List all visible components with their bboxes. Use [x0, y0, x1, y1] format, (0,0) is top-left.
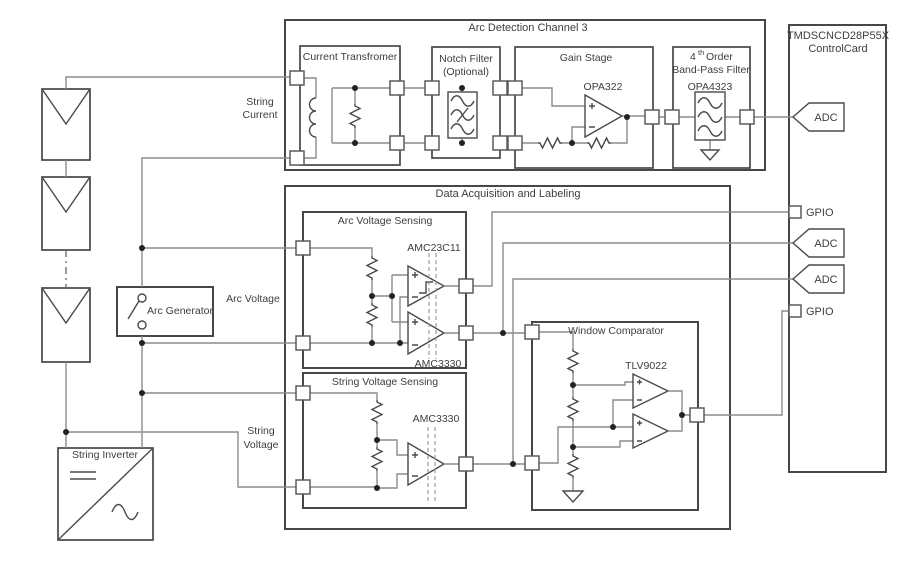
comparator-icon: [632, 372, 670, 410]
band-pass-filter-icon: [672, 91, 747, 162]
opa322-label: OPA322: [584, 81, 623, 93]
gain-stage-title: Gain Stage: [560, 52, 613, 64]
arc-voltage-sensing-box: [302, 211, 467, 369]
string-current-label-1: String: [246, 96, 274, 108]
gain-stage-box: [514, 46, 654, 169]
band-pass-filter-box: [672, 46, 751, 169]
bpf-title-2: Band-Pass Filter: [672, 64, 750, 76]
window-comparator-circuit: [532, 331, 697, 504]
string-voltage-sensing-title: String Voltage Sensing: [332, 376, 438, 388]
opa4323-label: OPA4323: [688, 81, 733, 93]
notch-filter-title-1: Notch Filter: [439, 53, 493, 65]
current-transformer-box: [299, 45, 401, 166]
string-inverter-title: String Inverter: [72, 449, 138, 461]
opamp-icon: [407, 310, 446, 356]
bpf-title-rest: Order: [706, 51, 733, 63]
junction-dots: [63, 85, 685, 491]
arc-generator-switch-icon: [127, 293, 147, 330]
gpio2-label: GPIO: [806, 306, 834, 318]
string-voltage-label-2: Voltage: [243, 439, 278, 451]
notch-filter-box: [431, 46, 501, 159]
arc-generator-box: [116, 286, 214, 337]
string-voltage-label-1: String: [247, 425, 275, 437]
window-comparator-title: Window Comparator: [568, 325, 664, 337]
adc1-label: ADC: [814, 112, 837, 124]
arc-generator-title: Arc Generator: [147, 305, 213, 317]
ground-icon: [561, 490, 585, 504]
pv-string: [41, 88, 91, 448]
bpf-title-num: 4: [690, 51, 696, 63]
comparator-icon: [407, 264, 446, 308]
notch-filter-title-2: (Optional): [443, 66, 489, 78]
adc2-label: ADC: [814, 238, 837, 250]
wires: [65, 76, 793, 488]
ac-sine-icon: [111, 503, 139, 521]
solar-panel-icon: [41, 88, 91, 161]
gain-stage-opamp-icon: [515, 87, 652, 149]
control-card-ports: [788, 102, 845, 318]
ground-icon: [699, 149, 721, 162]
control-card-box: [788, 24, 887, 473]
amc3330-string-label: AMC3330: [413, 413, 460, 425]
current-transformer-title: Current Transfromer: [303, 51, 398, 63]
adc-port-icon: [791, 264, 845, 294]
tlv9022-label: TLV9022: [625, 360, 667, 372]
string-inverter-box: [57, 447, 154, 541]
adc-port-icon: [791, 228, 845, 258]
solar-panel-icon: [41, 176, 91, 251]
string-voltage-sensing-box: [302, 372, 467, 509]
string-current-label-2: Current: [242, 109, 277, 121]
amc3330-arc-label: AMC3330: [415, 358, 462, 370]
solar-panel-icon: [41, 287, 91, 363]
isolation-barrier-icon: [428, 253, 437, 359]
arc-detection-channel-box: [284, 19, 766, 171]
daq-title: Data Acquisition and Labeling: [436, 188, 581, 200]
arc-voltage-label: Arc Voltage: [226, 293, 280, 305]
current-transformer-icon: [297, 77, 397, 159]
terminal-ports: [289, 70, 755, 495]
data-acquisition-box: [284, 185, 731, 530]
amc23c11-label: AMC23C11: [407, 242, 461, 254]
labels: Arc Detection Channel 3 Current Transfro…: [72, 22, 890, 461]
gpio-port-icon: [788, 304, 802, 318]
control-card-title-2: ControlCard: [808, 43, 867, 55]
adc3-label: ADC: [814, 274, 837, 286]
window-comparator-box: [531, 321, 699, 511]
hysteresis-icon: [419, 281, 433, 294]
comparator-icon: [632, 412, 670, 450]
bpf-title-sup: th: [698, 48, 704, 57]
arc-voltage-sensing-circuit: [303, 247, 466, 359]
control-card-title-1: TMDSCNCD28P55X: [787, 30, 890, 42]
adc-port-icon: [791, 102, 845, 132]
string-voltage-sensing-circuit: [303, 392, 466, 501]
gpio-port-icon: [788, 205, 802, 219]
dc-symbol-icon: [70, 471, 96, 480]
opamp-icon: [407, 441, 446, 487]
notch-filter-icon: [447, 88, 478, 143]
arc-channel-title: Arc Detection Channel 3: [468, 22, 587, 34]
string-inverter-icon: [58, 448, 153, 540]
isolation-barrier-icon: [427, 427, 436, 501]
arc-voltage-sensing-title: Arc Voltage Sensing: [338, 215, 433, 227]
gpio1-label: GPIO: [806, 207, 834, 219]
